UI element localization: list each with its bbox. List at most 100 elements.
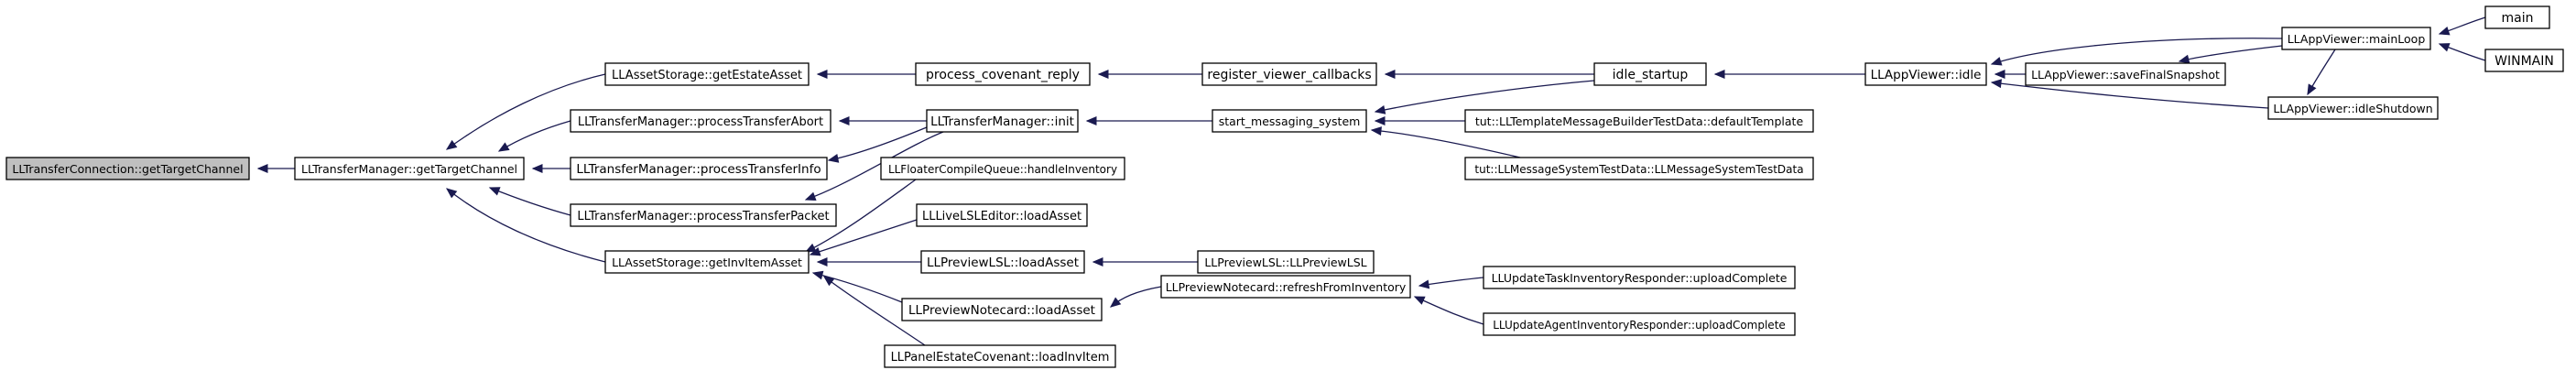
node-box[interactable] [2484,49,2564,72]
node-box[interactable] [5,157,250,180]
edge-arrowhead [531,164,543,173]
node-n7[interactable]: process_covenant_reply [915,62,1091,86]
node-box[interactable] [1160,275,1411,299]
node-n25[interactable]: LLAppViewer::idleShutdown [2267,96,2439,120]
node-n16[interactable]: LLPreviewLSL::LLPreviewLSL [1197,250,1375,274]
node-n20[interactable]: tut::LLMessageSystemTestData::LLMessageS… [1464,157,1814,180]
edge-arrowhead [1374,105,1386,114]
node-box[interactable] [1483,266,1796,289]
node-label: LLAppViewer::idleShutdown [2273,102,2432,115]
node-n8[interactable]: LLTransferManager::init [926,109,1079,133]
node-n10[interactable]: LLLiveLSLEditor::loadAsset [916,203,1088,227]
node-box[interactable] [570,203,837,227]
edge-n1-n0 [256,164,295,173]
node-n12[interactable]: LLPreviewNotecard::loadAsset [901,298,1103,321]
node-box[interactable] [880,157,1125,180]
node-n15[interactable]: start_messaging_system [1212,109,1367,133]
node-label: LLAppViewer::mainLoop [2288,32,2426,46]
node-n27[interactable]: main [2484,5,2550,29]
node-n18[interactable]: idle_startup [1593,62,1707,86]
node-box[interactable] [884,344,1116,368]
node-box[interactable] [604,62,810,86]
edge-arrowhead [804,191,817,201]
edge-n8-n4 [827,126,928,163]
node-n2[interactable]: LLAssetStorage::getEstateAsset [604,62,810,86]
node-n9[interactable]: LLFloaterCompileQueue::handleInventory [880,157,1125,180]
node-box[interactable] [1483,312,1796,336]
edge-n18-n15 [1374,80,1595,114]
edges-layer [256,16,2486,346]
node-box[interactable] [294,157,525,180]
node-n0[interactable]: LLTransferConnection::getTargetChannel [5,157,250,180]
node-n23[interactable]: LLAppViewer::idle [1864,62,1987,86]
node-label: LLAppViewer::idle [1871,68,1982,82]
edge-n27-n26 [2438,16,2486,36]
node-n11[interactable]: LLPreviewLSL::loadAsset [920,250,1085,274]
edge-arrowhead [488,187,501,196]
node-label: LLTransferManager::getTargetChannel [301,162,517,176]
node-n22[interactable]: LLUpdateAgentInventoryResponder::uploadC… [1483,312,1796,336]
edge-arrowhead [1990,57,2003,66]
node-label: main [2502,11,2534,26]
edge-n22-n17 [1413,296,1484,325]
node-label: idle_startup [1613,68,1689,82]
node-n19[interactable]: tut::LLTemplateMessageBuilderTestData::d… [1464,109,1814,133]
node-n6[interactable]: LLAssetStorage::getInvItemAsset [604,250,810,274]
node-box[interactable] [901,298,1103,321]
edge-n17-n12 [1109,286,1162,308]
edge-n25-n23 [1990,79,2269,109]
node-label: start_messaging_system [1219,114,1361,128]
node-n28[interactable]: WINMAIN [2484,49,2564,72]
node-box[interactable] [915,62,1091,86]
node-box[interactable] [2267,96,2439,120]
node-n13[interactable]: LLPanelEstateCovenant::loadInvItem [884,344,1116,368]
node-box[interactable] [1864,62,1987,86]
node-label: LLTransferManager::processTransferPacket [577,210,829,223]
node-box[interactable] [1201,62,1377,86]
node-n5[interactable]: LLTransferManager::processTransferPacket [570,203,837,227]
edge-arrowhead [1990,79,2003,89]
edge-arrowhead [1384,70,1396,79]
node-n17[interactable]: LLPreviewNotecard::refreshFromInventory [1160,275,1411,299]
node-n4[interactable]: LLTransferManager::processTransferInfo [570,157,828,180]
node-box[interactable] [1464,157,1814,180]
edge-n21-n17 [1418,277,1484,289]
node-box[interactable] [2281,27,2431,50]
edge-arrowhead [1713,70,1725,79]
node-box[interactable] [570,109,831,133]
edge-line [805,179,917,253]
edge-line [1414,296,1484,325]
node-box[interactable] [2025,62,2226,86]
node-box[interactable] [1593,62,1707,86]
edge-arrowhead [816,70,828,79]
node-n26[interactable]: LLAppViewer::mainLoop [2281,27,2431,50]
edge-line [812,272,903,303]
node-box[interactable] [1212,109,1367,133]
node-label: LLUpdateAgentInventoryResponder::uploadC… [1493,319,1786,332]
edge-arrowhead [2438,43,2451,52]
node-label: LLPreviewLSL::LLPreviewLSL [1204,256,1366,269]
node-n3[interactable]: LLTransferManager::processTransferAbort [570,109,831,133]
edge-n9-n6 [804,179,917,253]
node-box[interactable] [2484,5,2550,29]
node-n1[interactable]: LLTransferManager::getTargetChannel [294,157,525,180]
node-box[interactable] [1197,250,1375,274]
edge-n28-n26 [2438,43,2486,61]
node-box[interactable] [1464,109,1814,133]
node-box[interactable] [604,250,810,274]
node-label: register_viewer_callbacks [1207,68,1371,82]
edge-arrowhead [804,243,817,253]
node-box[interactable] [570,157,828,180]
node-box[interactable] [926,109,1079,133]
node-box[interactable] [920,250,1085,274]
edge-line [446,188,606,263]
edge-line [1371,129,1521,158]
node-n21[interactable]: LLUpdateTaskInventoryResponder::uploadCo… [1483,266,1796,289]
node-n24[interactable]: LLAppViewer::saveFinalSnapshot [2025,62,2226,86]
node-n14[interactable]: register_viewer_callbacks [1201,62,1377,86]
edge-arrowhead [1370,126,1382,136]
edge-line [2179,45,2283,62]
node-label: LLAssetStorage::getEstateAsset [612,69,802,82]
edge-arrowhead [838,116,850,125]
node-box[interactable] [916,203,1088,227]
